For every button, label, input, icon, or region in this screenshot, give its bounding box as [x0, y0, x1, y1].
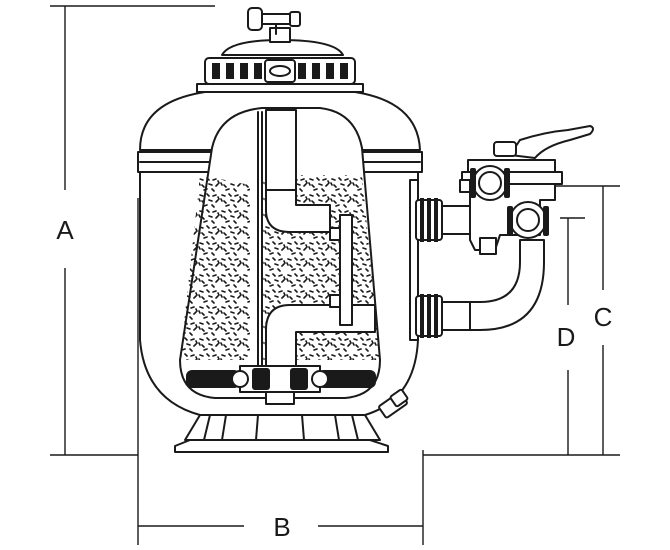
dimension-c-label: C [594, 302, 613, 332]
filter-base [174, 414, 389, 453]
internal-piping [186, 109, 376, 405]
air-relief-valve [247, 7, 301, 43]
dimension-c: C [423, 185, 620, 456]
return-pipe [469, 239, 545, 331]
tank-side-ports [409, 179, 471, 341]
dimension-d-label: D [557, 322, 576, 352]
dimension-a: A [50, 5, 215, 456]
underdrain-laterals [186, 365, 376, 405]
multiport-valve [459, 125, 594, 255]
drain-plug [378, 388, 409, 419]
dimension-a-label: A [56, 215, 74, 245]
valve-handle [509, 125, 594, 159]
dimension-b: B [137, 198, 424, 545]
dimension-d: D [557, 217, 585, 455]
top-closure [204, 7, 356, 85]
dimension-b-label: B [273, 512, 290, 542]
